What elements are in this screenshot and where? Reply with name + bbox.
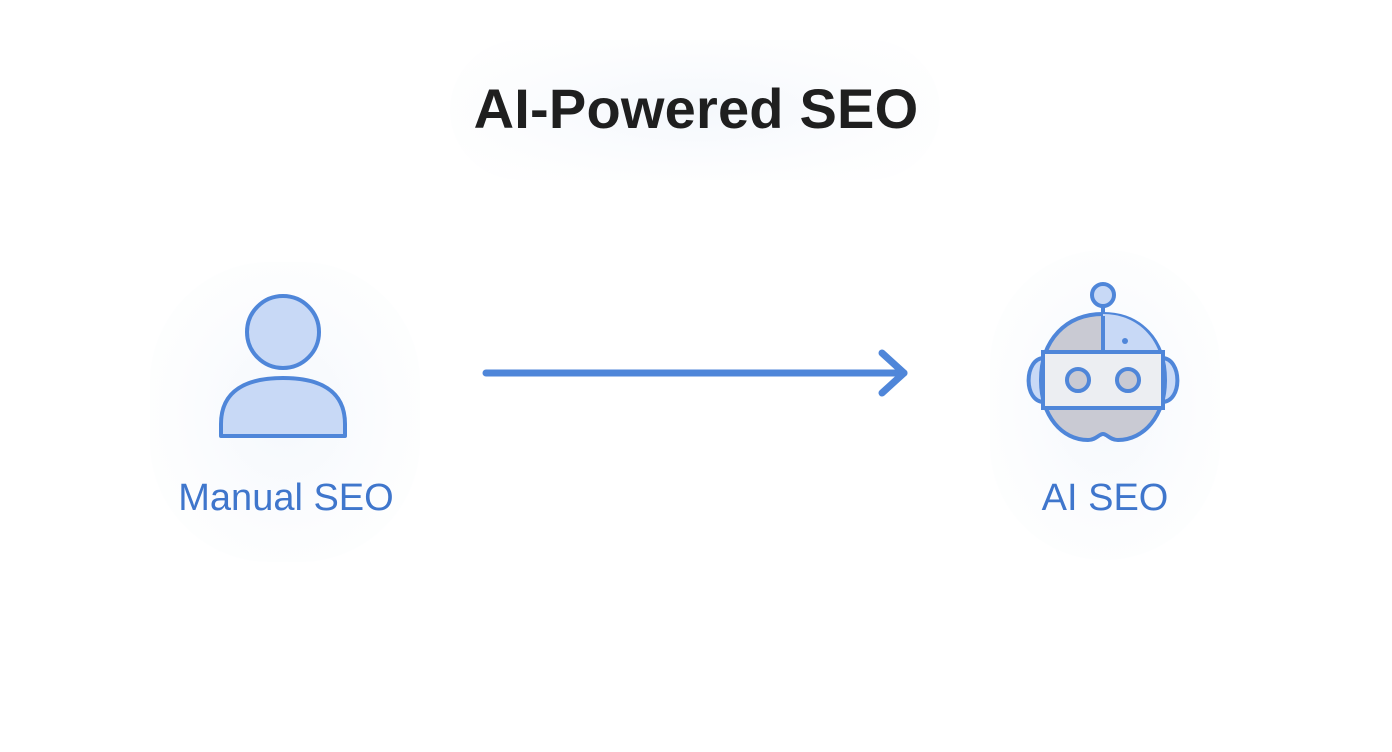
node-label-manual-seo: Manual SEO xyxy=(178,477,394,519)
diagram-title: AI-Powered SEO xyxy=(473,77,919,140)
title-backdrop xyxy=(450,40,940,180)
person-icon xyxy=(212,290,354,447)
robot-icon xyxy=(1014,280,1190,453)
node-label-ai-seo: AI SEO xyxy=(1041,477,1169,519)
flow-arrow xyxy=(470,338,920,415)
